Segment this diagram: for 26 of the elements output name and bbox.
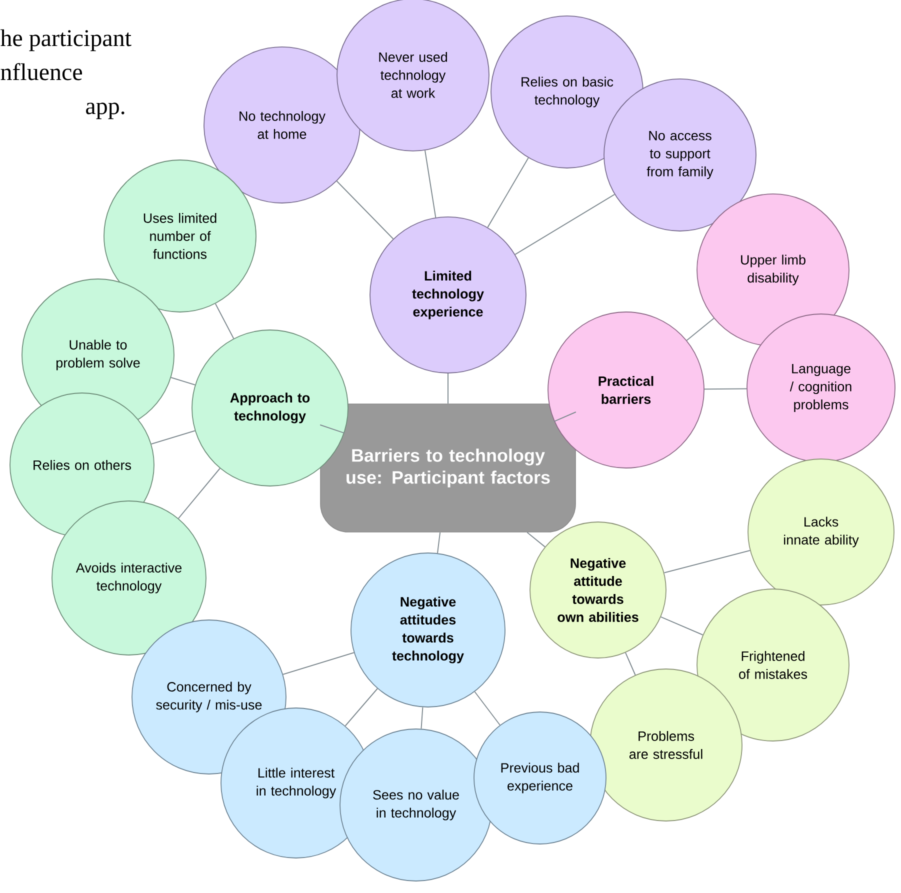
- caption-text: nfluence: [0, 63, 82, 80]
- connector-line: [320, 424, 345, 434]
- connector-line: [554, 411, 576, 422]
- center-box: Barriers to technology use: Participant factors: [320, 404, 576, 532]
- connector-line: [437, 532, 441, 554]
- connector-line: [487, 157, 529, 228]
- connector-line: [514, 194, 616, 255]
- connector-line: [420, 706, 424, 730]
- connector-line: [282, 652, 354, 675]
- connector-line: [474, 691, 500, 726]
- caption-text: app.: [86, 102, 124, 120]
- connector-line: [660, 616, 704, 636]
- connector-line: [526, 532, 546, 548]
- connector-line: [170, 377, 196, 386]
- connector-line: [424, 150, 436, 218]
- connector-line: [664, 550, 750, 574]
- connector-line: [344, 688, 378, 726]
- node-label: Sees no value in technology: [373, 790, 459, 820]
- connector-line: [625, 652, 636, 676]
- connector-line: [150, 430, 196, 444]
- connector-line: [704, 388, 748, 390]
- connector-line: [686, 318, 714, 341]
- connector-line: [336, 180, 394, 240]
- connector-line: [178, 468, 220, 519]
- connector-line: [214, 303, 234, 339]
- caption-text: he participant: [0, 29, 132, 52]
